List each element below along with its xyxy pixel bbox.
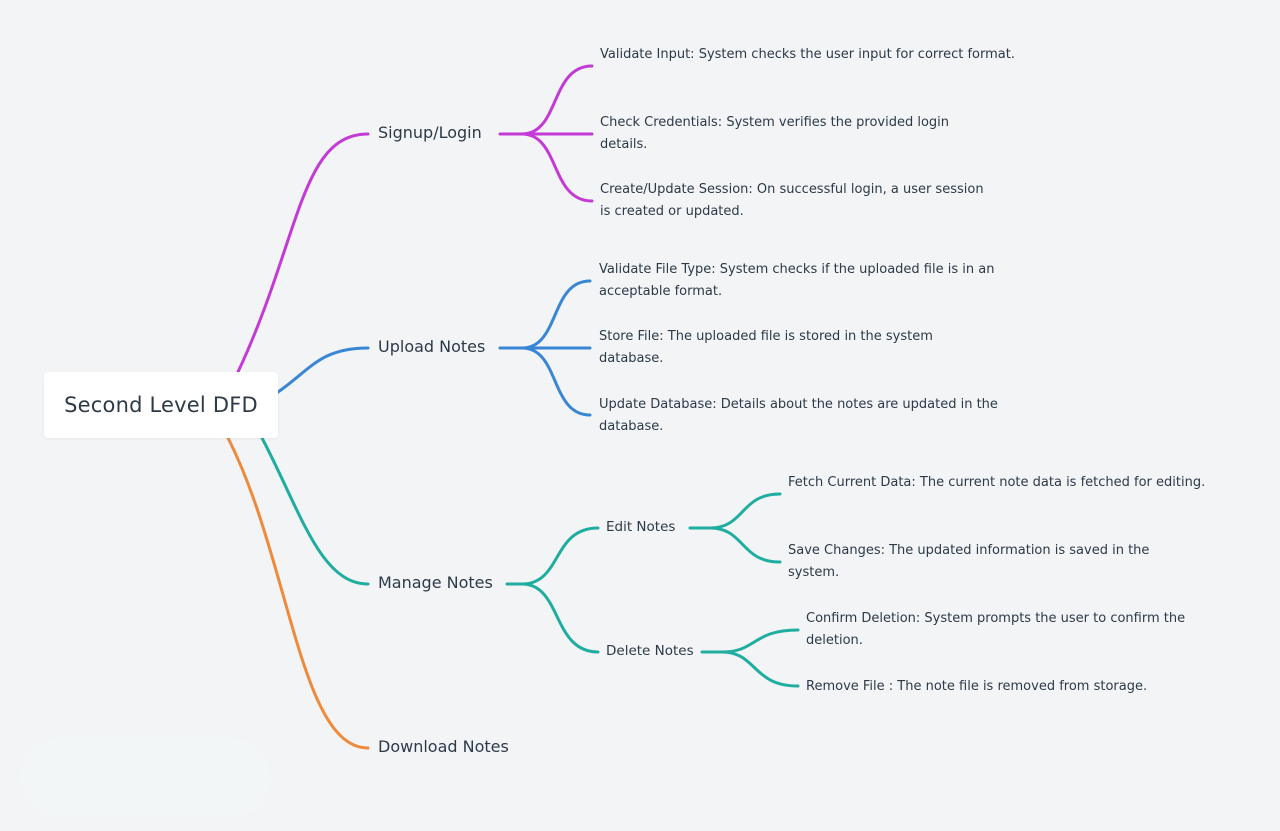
leaf-validate-file-type[interactable]: Validate File Type: System checks if the…: [599, 262, 995, 299]
connector-delete-leaf-2: [720, 650, 800, 688]
leaf-confirm-deletion[interactable]: Confirm Deletion: System prompts the use…: [806, 611, 1186, 648]
leaf-remove-file[interactable]: Remove File : The note file is removed f…: [806, 679, 1148, 694]
root-label: Second Level DFD: [64, 393, 258, 417]
leaf-validate-input[interactable]: Validate Input: System checks the user i…: [600, 47, 1015, 62]
connector-download: [226, 436, 370, 750]
root-node[interactable]: Second Level DFD: [44, 372, 278, 438]
background-shadow: [20, 738, 270, 818]
leaf-create-update-session[interactable]: Create/Update Session: On successful log…: [600, 182, 984, 219]
node-manage-notes[interactable]: Manage Notes: [378, 573, 493, 592]
node-signup-login[interactable]: Signup/Login: [378, 123, 482, 142]
leaf-fetch-current-data[interactable]: Fetch Current Data: The current note dat…: [788, 475, 1206, 490]
leaf-update-database[interactable]: Update Database: Details about the notes…: [599, 397, 998, 434]
connector-signup: [236, 132, 370, 374]
node-edit-notes[interactable]: Edit Notes: [606, 519, 676, 535]
connector-edit-leaf-1: [708, 492, 782, 530]
leaf-store-file[interactable]: Store File: The uploaded file is stored …: [599, 329, 933, 366]
connector-signup-leaf-3: [520, 132, 594, 203]
connector-delete: [520, 582, 600, 654]
connector-upload-leaf-3: [520, 346, 592, 417]
connector-delete-leaf-1: [720, 628, 800, 654]
connector-signup-leaf-1: [520, 64, 594, 136]
connector-upload-leaf-1: [520, 279, 592, 350]
connector-edit-leaf-2: [708, 526, 782, 564]
connector-edit: [520, 526, 600, 586]
node-delete-notes[interactable]: Delete Notes: [606, 643, 694, 659]
leaf-check-credentials[interactable]: Check Credentials: System verifies the p…: [600, 115, 950, 152]
connector-upload: [276, 346, 370, 394]
node-download-notes[interactable]: Download Notes: [378, 737, 509, 756]
connector-manage: [260, 436, 370, 586]
leaf-save-changes[interactable]: Save Changes: The updated information is…: [788, 543, 1150, 580]
node-upload-notes[interactable]: Upload Notes: [378, 337, 486, 356]
